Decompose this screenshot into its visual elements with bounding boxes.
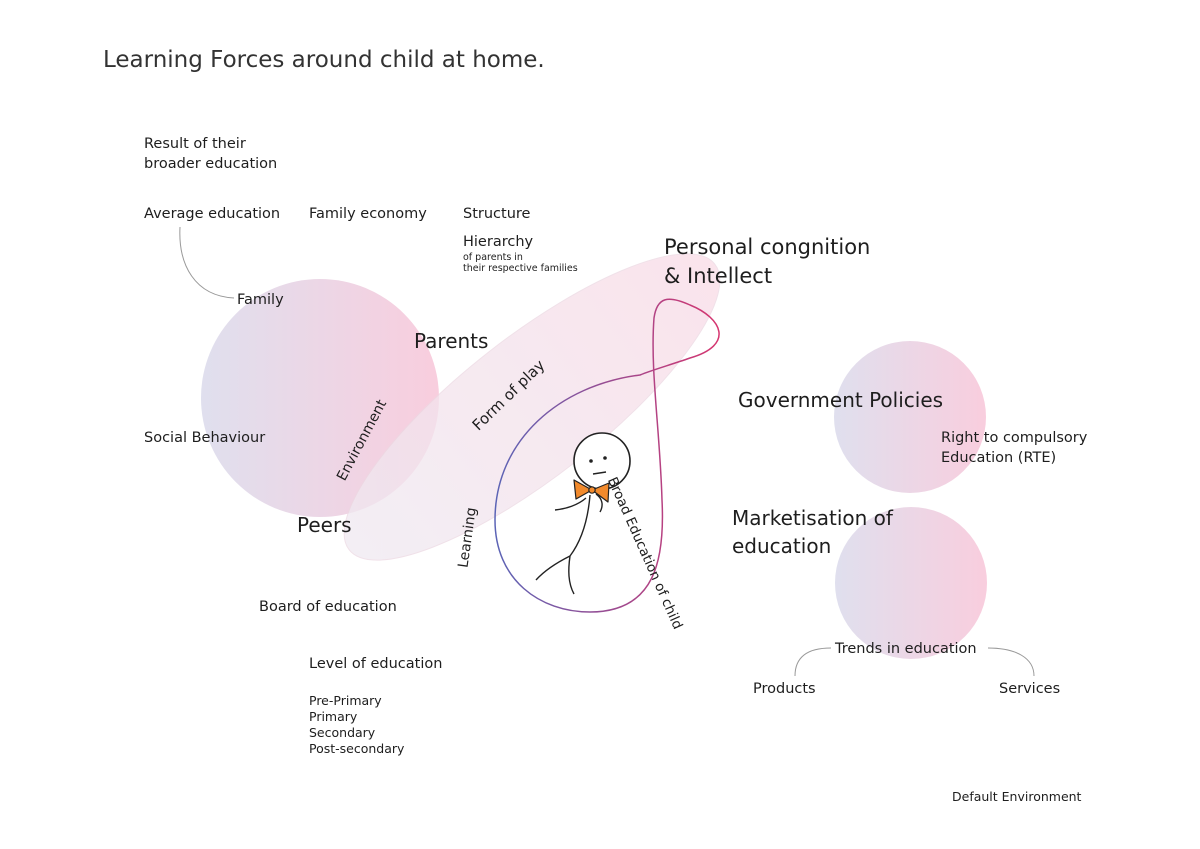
child-hand bbox=[595, 493, 603, 513]
bow-tie-knot bbox=[588, 486, 596, 494]
child-figure bbox=[535, 432, 631, 595]
marketisation-label-line2: education bbox=[732, 534, 832, 558]
level-item-primary: Primary bbox=[309, 709, 358, 724]
government-bubble bbox=[834, 341, 986, 493]
family-bubble bbox=[201, 279, 439, 517]
family-economy-label: Family economy bbox=[309, 206, 427, 222]
board-of-education-label: Board of education bbox=[259, 599, 397, 615]
level-item-post-secondary: Post-secondary bbox=[309, 741, 405, 756]
products-label: Products bbox=[753, 681, 816, 697]
peers-label: Peers bbox=[297, 513, 352, 537]
personal-cognition-line2: & Intellect bbox=[664, 264, 773, 288]
social-behaviour-label: Social Behaviour bbox=[144, 430, 266, 446]
page-title: Learning Forces around child at home. bbox=[103, 47, 545, 73]
level-item-secondary: Secondary bbox=[309, 725, 376, 740]
structure-label: Structure bbox=[463, 206, 531, 222]
result-label-line1: Result of their bbox=[144, 136, 246, 152]
services-connector bbox=[987, 647, 1035, 677]
child-eye-right bbox=[603, 456, 607, 460]
hierarchy-sub-line1: of parents in bbox=[463, 252, 523, 263]
rte-label-line2: Education (RTE) bbox=[941, 450, 1057, 466]
child-arm bbox=[554, 497, 587, 511]
default-environment-label: Default Environment bbox=[952, 789, 1082, 804]
marketisation-label-line1: Marketisation of bbox=[732, 506, 893, 530]
child-leg-left bbox=[535, 555, 571, 581]
level-item-pre-primary: Pre-Primary bbox=[309, 693, 382, 708]
hierarchy-label: Hierarchy bbox=[463, 234, 534, 250]
average-education-label: Average education bbox=[144, 206, 281, 222]
marketisation-bubble bbox=[835, 507, 987, 659]
services-label: Services bbox=[999, 681, 1061, 697]
products-connector bbox=[794, 647, 832, 677]
result-label-line2: broader education bbox=[144, 156, 278, 172]
child-eye-left bbox=[589, 459, 593, 463]
learning-loop bbox=[494, 298, 720, 613]
family-label: Family bbox=[237, 292, 284, 308]
bow-tie-icon bbox=[573, 479, 610, 503]
level-of-education-label: Level of education bbox=[309, 656, 443, 672]
rte-label-line1: Right to compulsory bbox=[941, 430, 1088, 446]
child-mouth bbox=[592, 471, 607, 475]
personal-cognition-line1: Personal congnition bbox=[664, 235, 871, 259]
child-body bbox=[569, 494, 591, 557]
trends-label: Trends in education bbox=[835, 641, 977, 657]
child-leg-right bbox=[568, 555, 575, 595]
parents-label: Parents bbox=[414, 329, 489, 353]
family-connector bbox=[179, 226, 235, 299]
government-policies-label: Government Policies bbox=[738, 388, 944, 412]
hierarchy-sub-line2: their respective families bbox=[463, 263, 578, 274]
